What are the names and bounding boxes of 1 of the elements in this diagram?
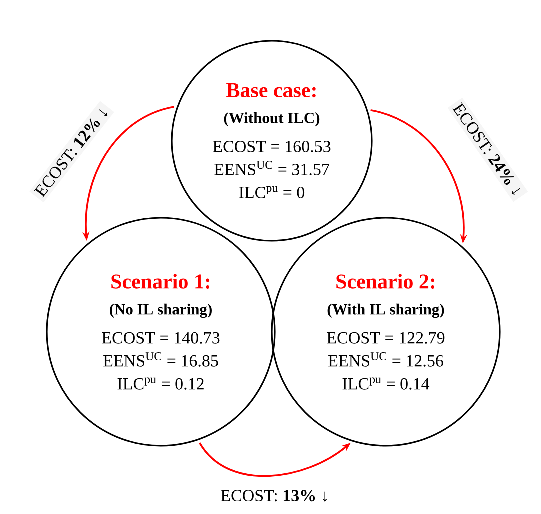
edge-label: ECOST: 13% ↓ bbox=[218, 487, 332, 505]
